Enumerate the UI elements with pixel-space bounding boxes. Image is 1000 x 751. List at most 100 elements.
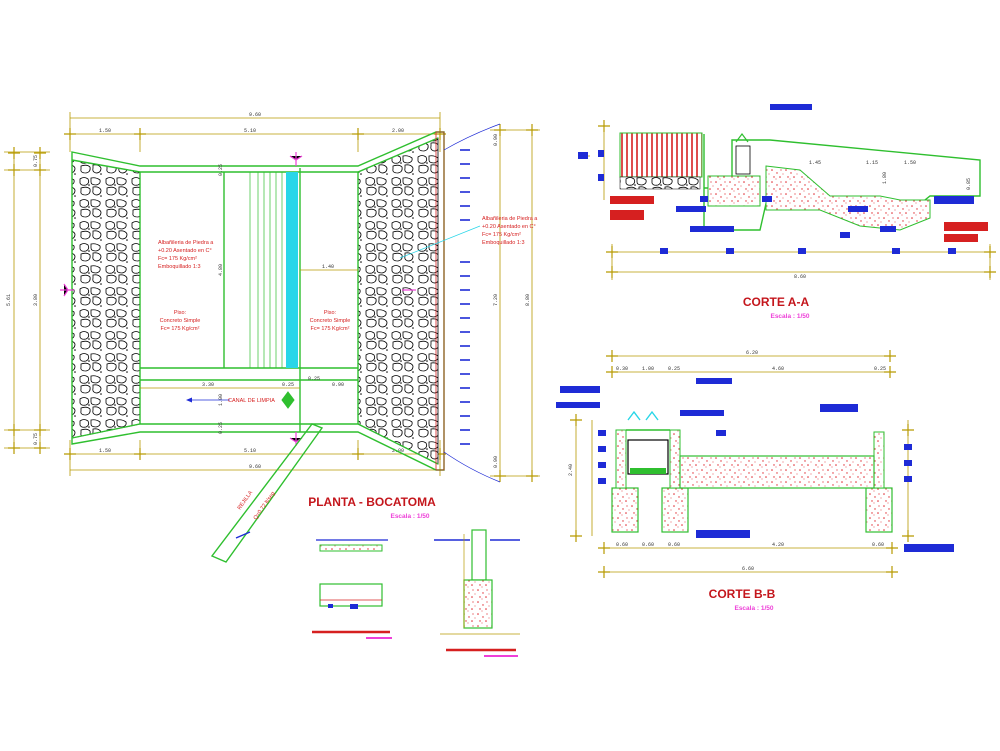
note-left: Albañileria de Piedra a +0.20 Asentado e… bbox=[158, 240, 214, 270]
planta-dim-right-inner: 7.20 bbox=[493, 294, 499, 306]
corte-bb-dim-bot-c: 0.60 bbox=[668, 542, 680, 548]
corte-bb-dim-left-v: 2.40 bbox=[568, 464, 574, 476]
corte-bb-dim-bot-d: 4.20 bbox=[772, 542, 784, 548]
corte-aa-dim-v: 1.80 bbox=[882, 172, 888, 184]
corte-aa: 1.45 1.15 1.50 1.80 0.85 8.60 bbox=[578, 104, 996, 320]
corte-aa-concrete bbox=[765, 165, 931, 231]
note-right-line-1: Albañileria de Piedra a bbox=[482, 216, 538, 222]
note-left-line-4: Emboquillado 1:3 bbox=[158, 264, 201, 270]
corte-bb-wall-1 bbox=[615, 429, 627, 489]
planta-cross-markers bbox=[8, 124, 538, 482]
corte-aa-stone-base bbox=[619, 176, 701, 190]
corte-bb-footing-3 bbox=[865, 487, 893, 533]
note-left-line-2: +0.20 Asentado en C° bbox=[158, 248, 212, 254]
corte-bb-slab bbox=[679, 455, 875, 489]
corte-bb-dim-top-c: 0.25 bbox=[668, 366, 680, 372]
planta-int-dim-channel-right: 0.90 bbox=[332, 382, 344, 388]
corte-bb-cross-markers bbox=[570, 350, 914, 578]
staff-gauge bbox=[460, 149, 470, 445]
piso-right-line-3: Fc= 175 Kg/cm² bbox=[311, 326, 350, 332]
planta-dim-right-total: 8.80 bbox=[525, 294, 531, 306]
planta-dim-bottom-center: 5.10 bbox=[244, 448, 256, 454]
section-cut-markers bbox=[60, 152, 416, 446]
stone-masonry-left bbox=[71, 159, 141, 439]
rejilla-sub-label: Q=0.72 lt/seg bbox=[253, 491, 277, 521]
planta-scale: Escala : 1/50 bbox=[390, 513, 429, 520]
corte-aa-dim-r: 0.85 bbox=[966, 178, 972, 190]
corte-bb-gates bbox=[627, 410, 659, 421]
planta-dim-top-total: 9.60 bbox=[249, 112, 261, 118]
rejilla-pipe bbox=[210, 423, 324, 563]
planta-dim-top-right: 2.00 bbox=[392, 128, 404, 134]
compuerta-diamond bbox=[281, 391, 295, 409]
leader-right-note bbox=[399, 225, 481, 259]
corte-aa-gate-handle bbox=[735, 133, 749, 143]
corte-aa-dim-a: 1.45 bbox=[809, 160, 821, 166]
planta-dim-right-top: 0.90 bbox=[493, 134, 499, 146]
corte-bb-dim-top-d: 4.60 bbox=[772, 366, 784, 372]
planta-int-dim-bot: 0.25 bbox=[218, 422, 224, 434]
planta-int-dim-width: 1.40 bbox=[322, 264, 334, 270]
rejilla-label: REJILLA bbox=[237, 490, 255, 511]
note-right-line-2: +0.20 Asentado en C° bbox=[482, 224, 536, 230]
detail-small-left bbox=[312, 539, 392, 639]
rejilla-cyan-slot bbox=[286, 172, 298, 368]
corte-bb-footing-2 bbox=[661, 487, 689, 533]
corte-aa-dim-c: 1.50 bbox=[904, 160, 916, 166]
corte-aa-scale: Escala : 1/50 bbox=[770, 313, 809, 320]
planta-dim-top-left: 1.50 bbox=[99, 128, 111, 134]
corte-bb: 6.20 0.30 1.00 0.25 4.60 0.25 0.60 0.60 … bbox=[556, 350, 954, 612]
planta-dim-top-center: 5.10 bbox=[244, 128, 256, 134]
planta-dim-right-bottom: 0.90 bbox=[493, 456, 499, 468]
planta-title: PLANTA - BOCATOMA bbox=[308, 495, 436, 509]
corte-bb-dim-bot-total: 6.60 bbox=[742, 566, 754, 572]
note-right: Albañileria de Piedra a +0.20 Asentado e… bbox=[482, 216, 538, 246]
planta-dim-left-total: 5.61 bbox=[6, 294, 12, 306]
river-edge-bottom bbox=[443, 451, 501, 483]
corte-bb-wall-2 bbox=[669, 429, 681, 489]
rejilla-bars bbox=[249, 172, 283, 368]
corte-bb-dim-top-b: 1.00 bbox=[642, 366, 654, 372]
corte-bb-dim-bot-a: 0.60 bbox=[616, 542, 628, 548]
planta-dim-bottom-total: 9.60 bbox=[249, 464, 261, 470]
corte-bb-dim-bot-e: 0.60 bbox=[872, 542, 884, 548]
planta-right-wall bbox=[435, 131, 445, 471]
corte-aa-gate bbox=[735, 145, 751, 175]
piso-left-line-1: Piso: bbox=[174, 310, 187, 316]
planta-dim-bottom-left: 1.50 bbox=[99, 448, 111, 454]
planta-int-dim-mid: 4.80 bbox=[218, 264, 224, 276]
planta-dim-left-top: 0.75 bbox=[33, 155, 39, 167]
corte-bb-chamber-floor bbox=[630, 468, 666, 474]
canal-arrow-head bbox=[186, 397, 192, 403]
planta-dim-left-inner: 3.80 bbox=[33, 294, 39, 306]
planta-int-dim-a: 0.25 bbox=[282, 382, 294, 388]
corte-aa-title: CORTE A-A bbox=[743, 295, 810, 309]
piso-left-line-3: Fc= 175 Kg/cm² bbox=[161, 326, 200, 332]
corte-bb-scale: Escala : 1/50 bbox=[734, 605, 773, 612]
piso-left-line-2: Concreto Simple bbox=[160, 318, 201, 324]
corte-bb-annotations bbox=[556, 378, 954, 552]
corte-aa-concrete-left bbox=[707, 175, 761, 207]
corte-bb-wall-3 bbox=[873, 431, 885, 489]
planta-int-dim-top: 0.25 bbox=[218, 164, 224, 176]
note-left-line-3: Fc= 175 Kg/cm² bbox=[158, 256, 197, 262]
corte-aa-annotations bbox=[578, 104, 988, 254]
corte-bb-footing-1 bbox=[611, 487, 639, 533]
planta-int-dim-channel: 3.30 bbox=[202, 382, 214, 388]
river-edge-top bbox=[443, 123, 501, 151]
piso-right-line-1: Piso: bbox=[324, 310, 337, 316]
piso-right: Piso: Concreto Simple Fc= 175 Kg/cm² bbox=[310, 310, 351, 332]
note-right-line-4: Emboquillado 1:3 bbox=[482, 240, 525, 246]
corte-aa-backfill bbox=[619, 132, 703, 178]
corte-aa-cross-markers bbox=[598, 120, 996, 278]
planta-int-dim-b: 0.25 bbox=[308, 376, 320, 382]
corte-bb-dim-top-a: 0.30 bbox=[616, 366, 628, 372]
corte-bb-title: CORTE B-B bbox=[709, 587, 776, 601]
stone-masonry-right bbox=[357, 137, 439, 465]
piso-right-line-2: Concreto Simple bbox=[310, 318, 351, 324]
detail-small-right bbox=[434, 529, 520, 657]
corte-aa-dim-total: 8.60 bbox=[794, 274, 806, 280]
piso-left: Piso: Concreto Simple Fc= 175 Kg/cm² bbox=[160, 310, 201, 332]
corte-bb-dim-top-e: 0.25 bbox=[874, 366, 886, 372]
